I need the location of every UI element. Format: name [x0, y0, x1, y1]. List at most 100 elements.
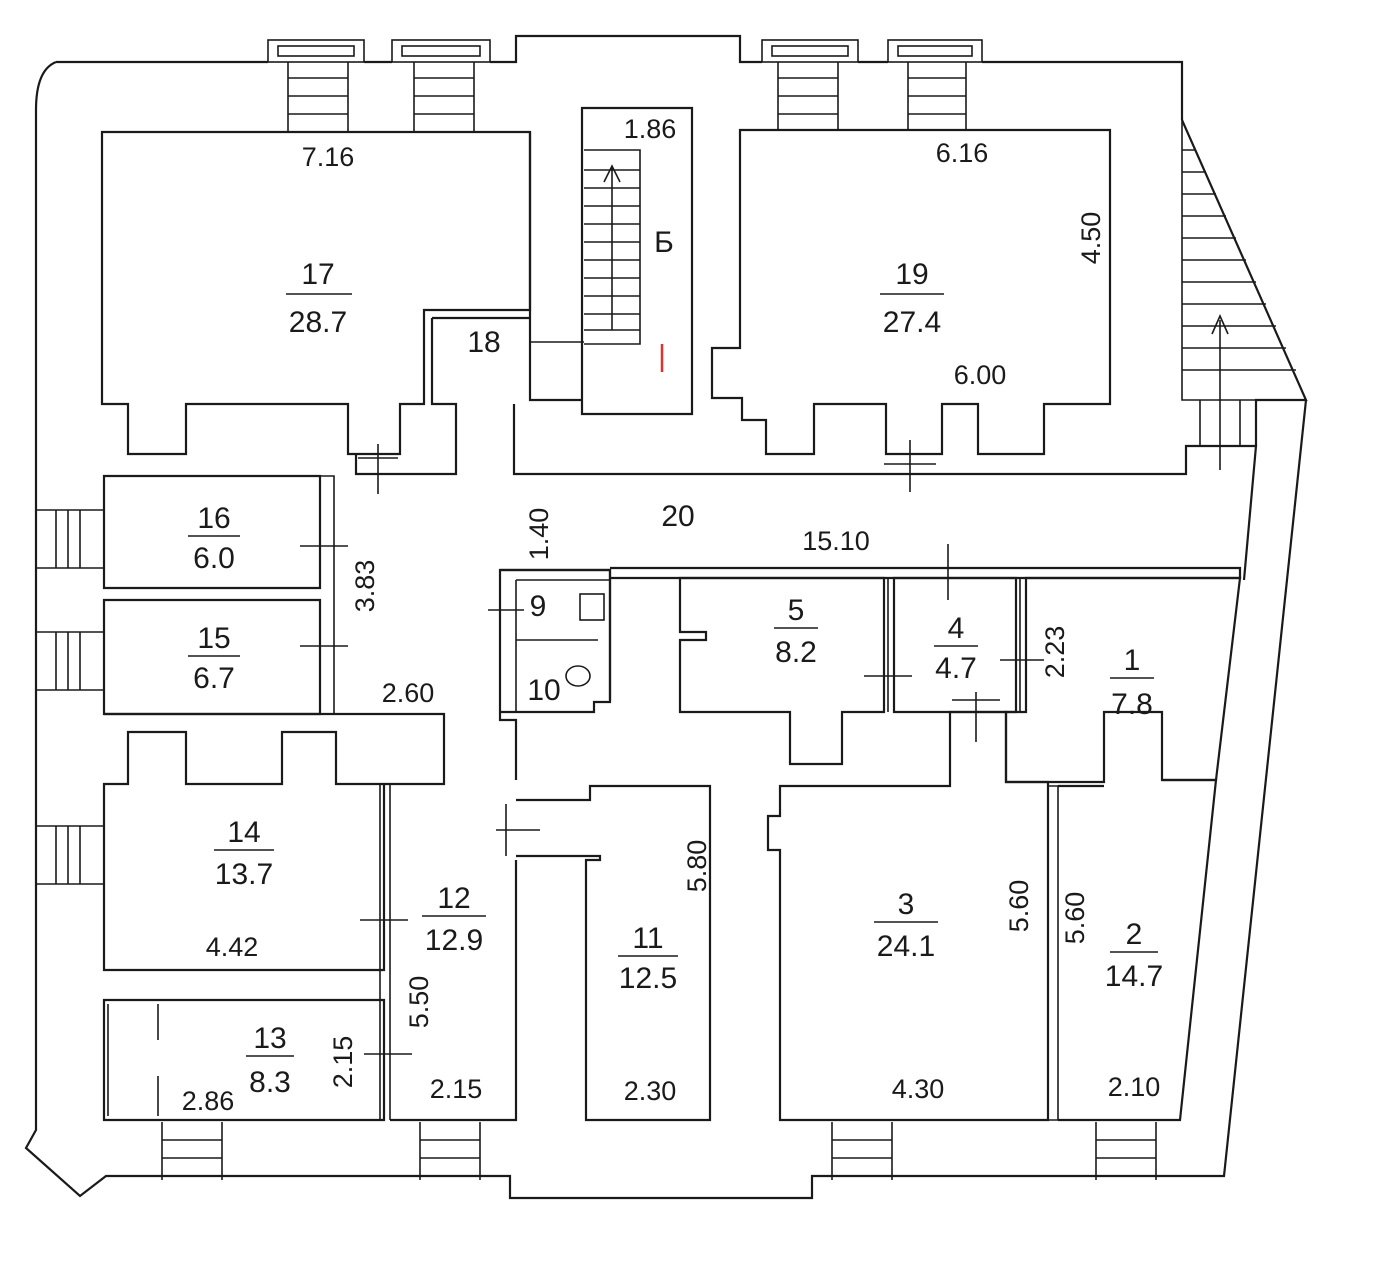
window-left-3: [36, 825, 104, 885]
dim-label: 3.83: [350, 560, 380, 613]
room-13-label: 13 8.3: [246, 1022, 294, 1099]
room-15-walls: [102, 598, 322, 716]
room-number: 15: [197, 622, 230, 655]
room-area: 8.3: [249, 1066, 291, 1099]
room-14-walls: [102, 712, 446, 972]
room-16-label: 16 6.0: [188, 502, 240, 575]
room-area: 12.5: [619, 962, 677, 995]
room-1-label: 1 7.8: [1110, 644, 1154, 721]
partitions-5-4-1: [887, 578, 1021, 712]
room-area: 14.7: [1105, 960, 1163, 993]
window-bottom-1: [161, 1122, 223, 1180]
room-10-number: 10: [527, 674, 560, 707]
dim-label: 2.23: [1040, 626, 1070, 679]
room-number: 4: [948, 612, 965, 645]
outer-wall: [56, 34, 1184, 120]
room-2-label: 2 14.7: [1105, 918, 1163, 993]
room-number: 2: [1126, 918, 1143, 951]
room-19-label: 19 27.4: [880, 258, 944, 339]
room-number: 19: [895, 258, 928, 291]
room-18-walls: [354, 316, 530, 476]
room-area: 8.2: [775, 636, 817, 669]
dim-label: 6.00: [954, 360, 1007, 390]
dim-label: 1.40: [524, 508, 554, 561]
room-3-label: 3 24.1: [874, 888, 938, 963]
room-4-walls: [892, 576, 1018, 714]
room-14-label: 14 13.7: [214, 816, 274, 891]
room-area: 24.1: [877, 930, 935, 963]
corridor-20-top-wall: [512, 404, 1258, 581]
partition-3-2: [1048, 785, 1059, 1121]
room-18-number: 18: [467, 326, 500, 359]
room-area: 12.9: [425, 924, 483, 957]
room-number: 16: [197, 502, 230, 535]
room-15-label: 15 6.7: [188, 622, 240, 695]
room-4-label: 4 4.7: [934, 612, 978, 685]
room-area: 6.7: [193, 662, 235, 695]
dim-label: 5.60: [1060, 892, 1090, 945]
dim-label: 2.15: [430, 1074, 483, 1104]
room-12-label: 12 12.9: [422, 882, 486, 957]
window-top-2: [391, 39, 491, 132]
door-17: [358, 444, 398, 494]
window-top-1: [267, 39, 365, 132]
window-bottom-3: [831, 1122, 893, 1180]
room-17-label: 17 28.7: [286, 258, 352, 339]
room-20-number: 20: [661, 500, 694, 533]
partition-16-15: [320, 475, 335, 715]
dim-label: 2.15: [328, 1036, 358, 1089]
window-bottom-2: [419, 1122, 481, 1180]
partition-14-12: [379, 784, 391, 1120]
room-12-walls: [390, 568, 612, 1122]
dim-label: 5.60: [1004, 880, 1034, 933]
room-number: 12: [437, 882, 470, 915]
dim-label: 5.80: [682, 840, 712, 893]
room-area: 7.8: [1111, 688, 1153, 721]
room-2-walls: [1058, 778, 1218, 1122]
doors-14-13: [360, 919, 412, 1055]
room-1-walls: [1004, 576, 1242, 784]
outer-wall-left: [24, 60, 1308, 1200]
room-19-walls: [710, 128, 1112, 456]
dim-label: 4.42: [206, 932, 259, 962]
room-5-walls: [678, 576, 886, 766]
room-13-walls: [102, 998, 386, 1122]
ramp-hatching: [1181, 120, 1306, 470]
dim-label: 4.50: [1076, 212, 1106, 265]
door-19: [884, 440, 936, 492]
dim-label: 7.16: [302, 142, 355, 172]
room-number: 13: [253, 1022, 286, 1055]
window-left-1: [36, 509, 104, 569]
dim-label: 2.60: [382, 678, 435, 708]
room-9-number: 9: [530, 590, 547, 623]
dim-label: 2.30: [624, 1076, 677, 1106]
staircase: [528, 106, 694, 416]
room-11-walls: [516, 784, 712, 1122]
dim-label: 2.86: [182, 1086, 235, 1116]
room-number: 11: [632, 922, 663, 955]
dim-label: 2.10: [1108, 1072, 1161, 1102]
stair-label: Б: [654, 226, 674, 259]
wc-9-10: [488, 568, 612, 714]
window-top-3: [761, 39, 859, 130]
room-area: 6.0: [193, 542, 235, 575]
dim-label: 15.10: [802, 526, 870, 556]
room-5-label: 5 8.2: [774, 594, 818, 669]
room-17-walls: [100, 130, 532, 456]
room-area: 4.7: [935, 652, 977, 685]
window-left-2: [36, 631, 104, 691]
window-top-4: [887, 39, 983, 130]
room-11-label: 11 12.5: [618, 922, 678, 995]
stair-ramp: [1180, 119, 1308, 446]
room-area: 13.7: [215, 858, 273, 891]
doors-16-15: [300, 545, 348, 647]
room-number: 3: [898, 888, 915, 921]
dim-label: 4.30: [892, 1074, 945, 1104]
room-number: 14: [227, 816, 260, 849]
dim-label: 5.50: [404, 976, 434, 1029]
window-bottom-4: [1095, 1122, 1157, 1180]
corridor-20-bottom-wall: [610, 566, 1242, 580]
door-11: [496, 804, 540, 856]
room-area: 27.4: [883, 306, 941, 339]
